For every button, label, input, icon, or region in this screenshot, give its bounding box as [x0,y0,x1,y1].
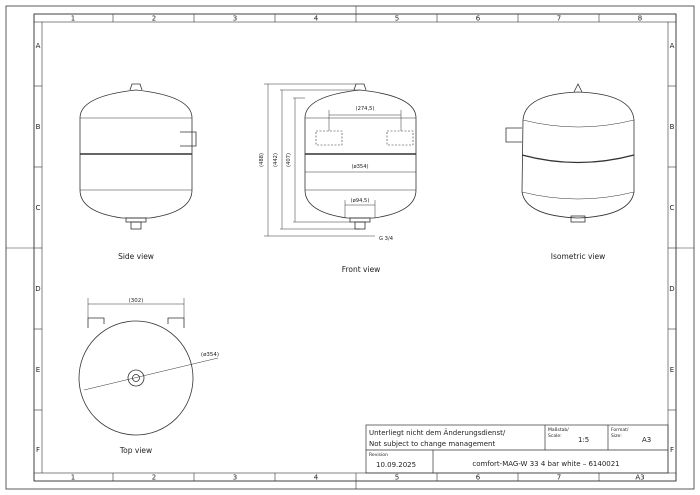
revision-value: 10.09.2025 [376,461,416,469]
dim-top-width: (302) [129,298,144,304]
top-view [78,298,219,436]
side-view [79,83,197,230]
row-label-right-E: E [670,366,674,374]
dim-height-407: (407) [286,153,292,167]
col-label-1: 1 [71,15,75,23]
col-label-bottom-3: 3 [233,474,237,482]
col-label-2: 2 [152,15,156,23]
scale-value: 1:5 [578,436,589,444]
outer-frame [5,5,695,490]
row-label-right-A: A [670,42,675,50]
title-block [365,424,669,474]
dim-width-inner: (274,5) [356,106,375,112]
col-label-6: 6 [476,15,481,23]
row-label-right-B: B [670,123,675,131]
dim-height-442: (442) [273,153,279,167]
col-label-4: 4 [314,15,319,23]
col-label-bottom-6: 6 [476,474,481,482]
dim-height-488: (488) [259,153,265,167]
front-view-label: Front view [342,265,381,274]
drawing-title: comfort-MAG-W 33 4 bar white – 6140021 [472,460,619,468]
row-label-F: F [36,446,40,454]
top-view-label: Top view [119,446,152,455]
dim-bottom-dia: (ø94,5) [351,198,370,204]
format-label-1: Format/ [611,427,629,433]
row-label-D: D [35,285,40,293]
format-value: A3 [642,436,651,444]
dim-thread: G 3/4 [379,236,394,242]
scale-label-1: Maßstab/ [548,427,569,433]
revision-label: Revision [369,452,388,458]
front-view [304,83,417,230]
row-label-right-F: F [670,446,674,454]
col-label-3: 3 [233,15,237,23]
col-label-bottom-7: 7 [557,474,561,482]
col-label-5: 5 [395,15,399,23]
row-label-C: C [36,204,41,212]
row-label-right-C: C [670,204,675,212]
row-label-right-D: D [669,285,674,293]
col-label-bottom-4: 4 [314,474,319,482]
front-dimensions [264,83,416,237]
isometric-view-label: Isometric view [551,252,606,261]
row-label-B: B [36,123,41,131]
col-label-bottom-2: 2 [152,474,156,482]
change-note-de: Unterliegt nicht dem Änderungsdienst/ [369,428,506,437]
dim-diameter: (ø354) [351,164,368,170]
col-label-bottom-8: A3 [635,474,644,482]
col-label-7: 7 [557,15,561,23]
format-label-2: Size: [611,433,622,439]
row-label-E: E [36,366,40,374]
row-label-A: A [36,42,41,50]
side-view-label: Side view [118,252,154,261]
change-note-en: Not subject to change management [369,440,495,448]
scale-label-2: Scale: [548,433,562,439]
col-label-bottom-1: 1 [71,474,75,482]
dim-top-diameter: (ø354) [201,352,219,358]
col-label-bottom-5: 5 [395,474,399,482]
col-label-8: 8 [638,15,642,23]
isometric-view [505,83,635,223]
